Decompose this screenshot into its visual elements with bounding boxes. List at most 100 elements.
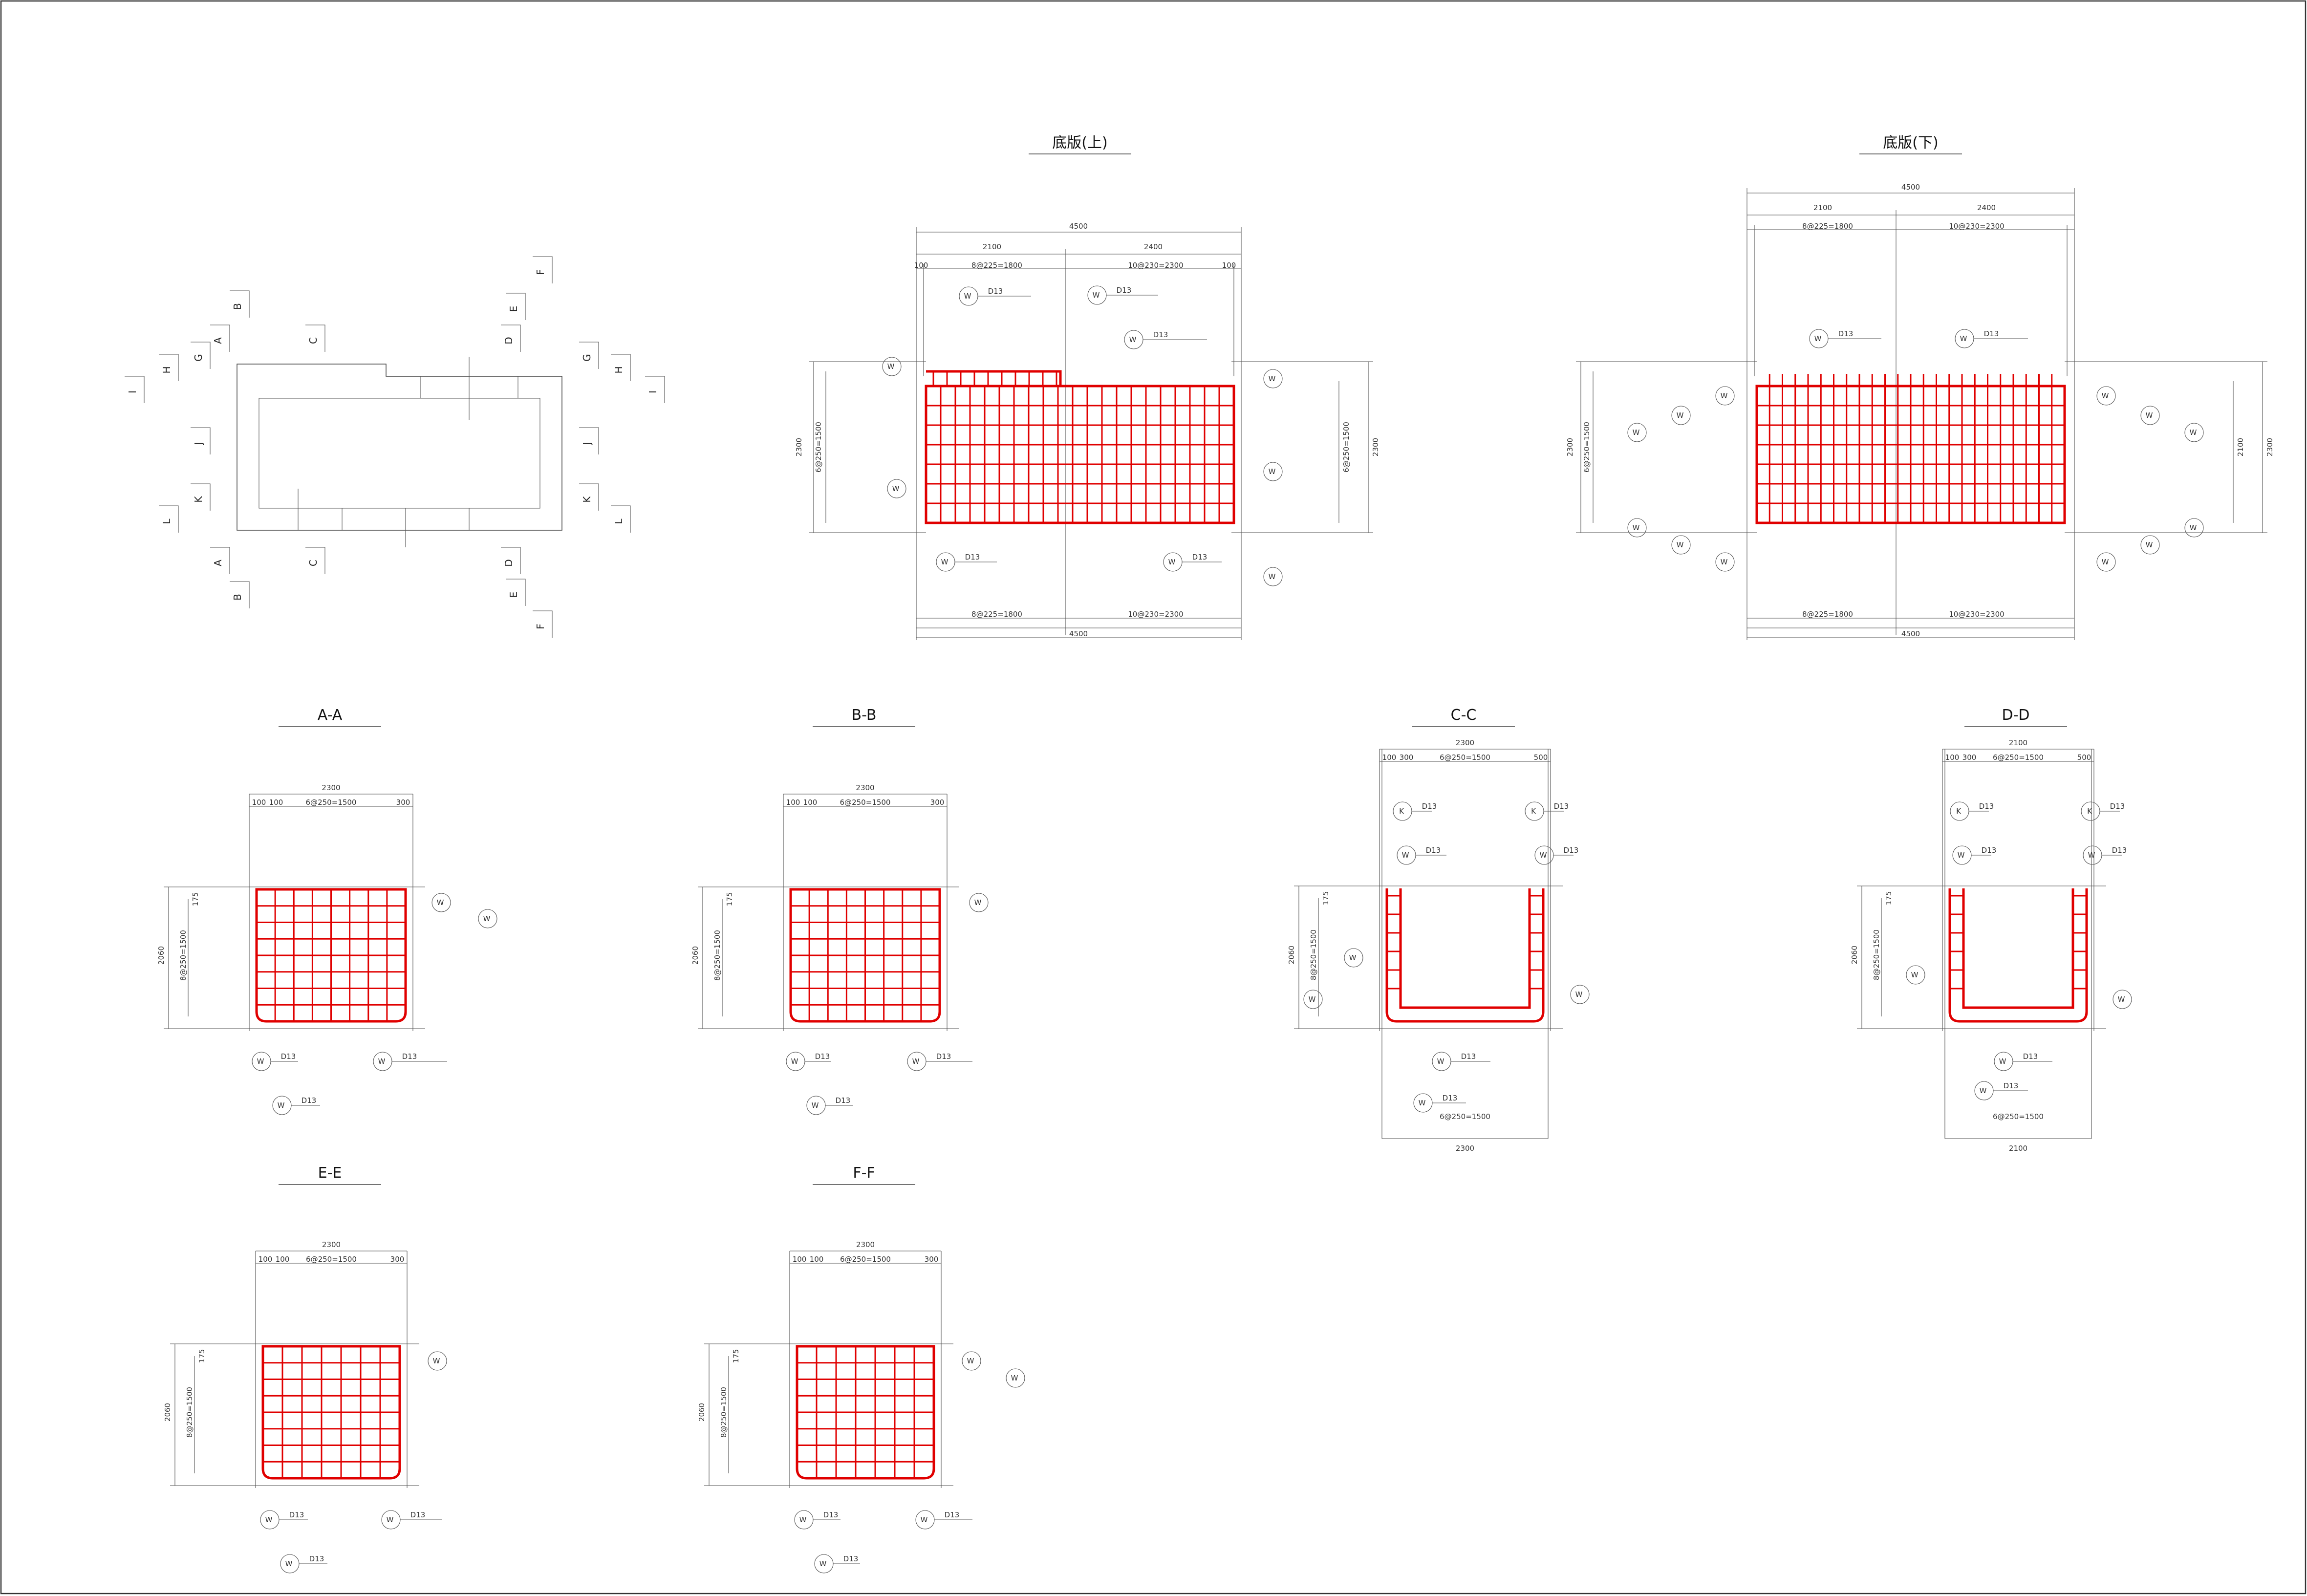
section-mark-letter: B	[232, 594, 243, 601]
rebar-mark-circle	[1671, 535, 1691, 555]
rebar-mark-letter: W	[1309, 995, 1316, 1004]
rebar-mark-letter: W	[1911, 971, 1919, 979]
rebar-mark-letter: W	[1958, 851, 1965, 860]
section-cut-arrow	[305, 547, 325, 574]
rebar-mark-letter: W	[278, 1101, 285, 1110]
dim-bottom-width: 2100	[2009, 1144, 2027, 1153]
rebar-size-label: D13	[402, 1052, 417, 1061]
rebar-size-label: D13	[836, 1096, 851, 1105]
dim-height: 2060	[691, 946, 700, 965]
rebar-mark-letter: W	[1980, 1086, 1987, 1095]
rebar-mark-letter: W	[1437, 1057, 1445, 1066]
dim-height: 2060	[1850, 946, 1859, 964]
rebar-mark-letter: W	[819, 1559, 827, 1568]
rebar-mark-circle	[962, 1351, 981, 1371]
rebar-mark-letter: W	[974, 898, 982, 907]
section-mark-letter: A	[212, 337, 224, 344]
rebar-mark-circle	[1671, 406, 1691, 425]
dim-spacing: 6@250=1500	[1993, 753, 2044, 762]
section-mark-letter: K	[581, 496, 593, 503]
rebar-mark-letter: W	[1402, 851, 1409, 860]
rebar-mark-letter: W	[1633, 428, 1640, 437]
dim-bottom-spacing: 6@250=1500	[1993, 1112, 2044, 1121]
rebar-mark-circle	[882, 357, 902, 376]
section-cut-arrow	[159, 505, 179, 533]
rebar-mark-circle	[431, 893, 451, 912]
rebar-mark-circle	[1715, 552, 1735, 572]
dim-v-spacing: 8@250=1500	[1872, 929, 1881, 980]
section-mark-letter: L	[161, 518, 172, 524]
dim-width: 2100	[2009, 738, 2027, 747]
rebar-u-inner	[1962, 888, 2074, 1009]
dim-spacing: 6@250=1500	[1440, 753, 1490, 762]
rebar-mark-letter: W	[1575, 990, 1583, 999]
rebar-mark-letter: W	[1419, 1099, 1426, 1107]
dim-bottom-right-spacing: 10@230=2300	[1128, 610, 1183, 619]
rebar-top-step	[926, 370, 1062, 386]
rebar-mark-letter: W	[2190, 523, 2197, 532]
rebar-size-label: D13	[1192, 553, 1207, 561]
dim-edge-top: 175	[1884, 891, 1893, 906]
section-mark-letter: K	[193, 496, 204, 503]
dim-frame	[789, 1251, 942, 1488]
section-mark-letter: I	[127, 390, 138, 393]
dim-width: 2300	[322, 783, 340, 792]
section-cut-arrow	[501, 547, 521, 574]
dim-width: 2300	[322, 1240, 341, 1249]
rebar-u-outer	[1948, 888, 2088, 1023]
rebar-mark-letter: W	[1960, 334, 1967, 343]
section-mark-letter: G	[193, 354, 204, 362]
rebar-mark-circle	[969, 893, 989, 912]
rebar-mark-circle	[1627, 518, 1647, 538]
section-mark-letter: C	[307, 337, 319, 344]
dim-vertical	[170, 1343, 419, 1486]
rebar-mark-letter: W	[1814, 334, 1822, 343]
rebar-mark-letter: W	[912, 1057, 920, 1066]
dim-bottom-width: 2300	[1456, 1144, 1474, 1153]
dim-bottom-overall: 4500	[1069, 629, 1088, 638]
plan-bottom-title: 底版(下)	[1883, 134, 1938, 151]
section-cut-arrow	[230, 290, 250, 318]
rebar-size-label: D13	[1461, 1052, 1476, 1061]
rebar-mark-circle	[478, 909, 497, 928]
plan-top-vdims	[809, 361, 926, 533]
rebar-mark-circle	[2184, 518, 2204, 538]
section-mark-letter: D	[503, 559, 515, 566]
rebar-size-label: D13	[289, 1510, 304, 1519]
rebar-mark-letter: W	[892, 484, 900, 493]
section-cut-arrow	[305, 324, 325, 352]
rebar-mark-letter: K	[1531, 807, 1536, 816]
section-cut-arrow	[210, 547, 230, 574]
rebar-mark-letter: W	[1349, 953, 1357, 962]
rebar-cage	[789, 888, 941, 1023]
rebar-mark-letter: W	[433, 1357, 440, 1365]
rebar-size-label: D13	[815, 1052, 830, 1061]
dim-frame	[255, 1251, 408, 1488]
section-mark-letter: J	[193, 442, 204, 446]
section-mark-letter: C	[307, 560, 319, 566]
dim-bottom-spacing: 6@250=1500	[1440, 1112, 1490, 1121]
rebar-size-label: D13	[1153, 330, 1168, 339]
dim-width: 2300	[856, 1240, 875, 1249]
rebar-size-label: D13	[302, 1096, 317, 1105]
section-mark-letter: D	[503, 337, 515, 344]
dim-edge: 300	[925, 1255, 939, 1264]
rebar-cage	[796, 1345, 935, 1480]
dim-edge: 500	[1534, 753, 1548, 762]
dim-v-spacing: 8@250=1500	[1309, 929, 1318, 980]
section-mark-letter: H	[613, 366, 625, 373]
sec-ee-title: E-E	[318, 1165, 342, 1182]
sec-dd-title: D-D	[2002, 707, 2029, 724]
dim-height-right: 2300	[1371, 438, 1380, 456]
section-mark-letter: G	[581, 354, 593, 362]
dim-bottom	[1944, 749, 2092, 1139]
rebar-mark-circle	[2096, 386, 2116, 406]
rebar-size-label: D13	[2004, 1081, 2019, 1090]
section-cut-arrow	[611, 505, 631, 533]
rebar-mark-letter: W	[967, 1357, 974, 1365]
dim-width: 2300	[856, 783, 874, 792]
